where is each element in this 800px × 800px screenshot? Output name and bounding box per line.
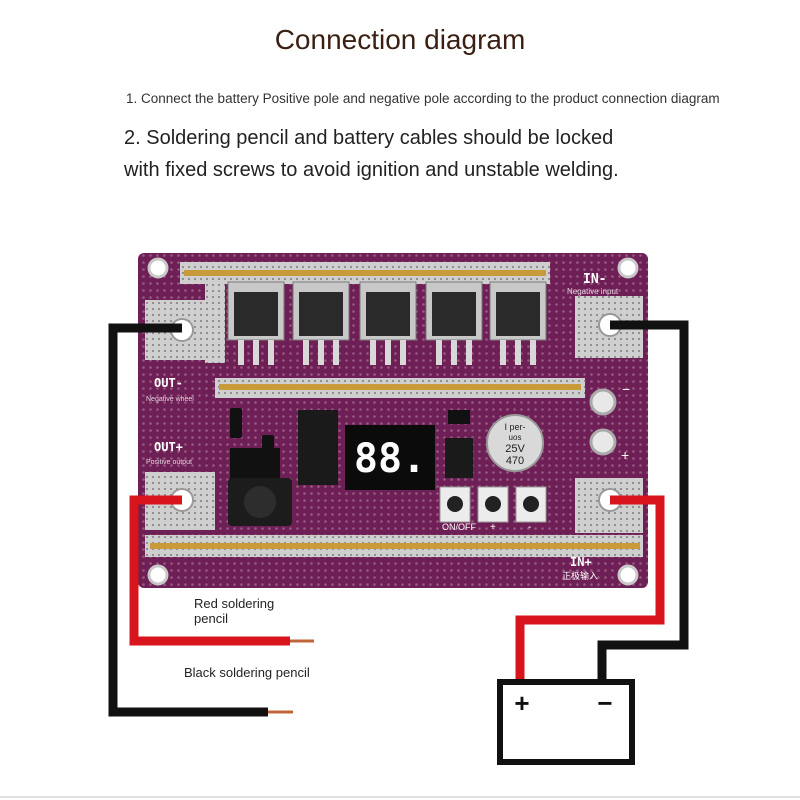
instruction-step-1: 1. Connect the battery Positive pole and…	[126, 91, 720, 106]
out-minus-label: OUT-	[154, 376, 183, 390]
seven-segment-display	[345, 425, 435, 490]
black-pencil-cable	[108, 323, 268, 717]
mounting-hole	[147, 257, 169, 279]
svg-text:470: 470	[506, 455, 524, 467]
out-plus-sub-label: Positive output	[146, 459, 192, 466]
svg-text:uos: uos	[509, 433, 522, 442]
instruction-step-2-line-1: 2. Soldering pencil and battery cables s…	[124, 127, 614, 149]
battery-minus-label: −	[597, 688, 612, 718]
plus-key-label: +	[490, 522, 496, 533]
in-plus-label: IN+	[570, 555, 592, 569]
red-pencil-cable	[129, 495, 290, 646]
mounting-hole	[617, 257, 639, 279]
out-plus-label: OUT+	[154, 440, 183, 454]
pcb-board: 88. I per- uos 25V 470 ON/OFF + - IN- Ne…	[138, 253, 648, 588]
instruction-step-2-line-2: with fixed screws to avoid ignition and …	[124, 159, 619, 181]
mounting-hole	[147, 564, 169, 586]
display-digits: 88.	[354, 436, 426, 482]
in-minus-sub-label: Negative input	[567, 287, 619, 296]
svg-text:I per-: I per-	[504, 422, 525, 432]
battery-negative-cable	[597, 320, 689, 682]
battery-plus-label: +	[514, 688, 529, 718]
capacitor	[486, 414, 544, 472]
ic-chip	[298, 410, 338, 485]
black-pencil-label: Black soldering pencil	[184, 665, 310, 680]
battery-positive-cable	[515, 495, 665, 682]
red-pencil-label: Red soldering pencil	[194, 596, 275, 626]
minus-key-label: -	[528, 522, 531, 533]
battery: + −	[497, 679, 635, 765]
svg-text:25V: 25V	[505, 443, 525, 455]
pad-plus-label: +	[621, 447, 629, 463]
pad-minus-label: −	[622, 381, 630, 397]
page-title: Connection diagram	[274, 24, 526, 55]
mosfet-row	[227, 281, 547, 365]
mounting-hole	[617, 564, 639, 586]
in-plus-sub-label: 正极输入	[562, 570, 598, 582]
out-minus-sub-label: Negative wheel	[146, 396, 194, 403]
button-row	[439, 486, 547, 523]
in-minus-label: IN-	[583, 272, 606, 287]
instruction-step-2: 2. Soldering pencil and battery cables s…	[124, 122, 724, 186]
on-off-label: ON/OFF	[442, 522, 476, 532]
